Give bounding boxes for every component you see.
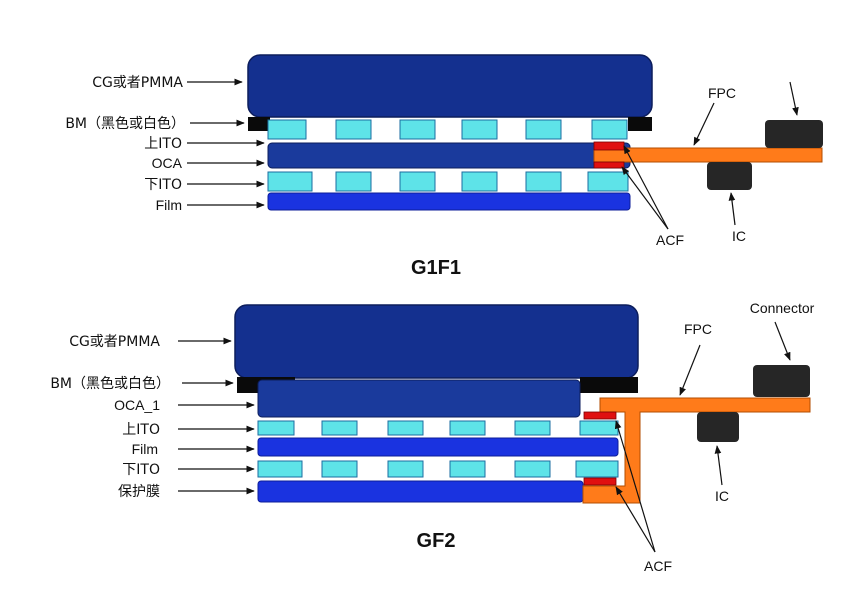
gf2-label-cg: CG或者PMMA xyxy=(69,334,160,350)
g1f1-cover-glass xyxy=(247,54,653,118)
g1f1-label-cg: CG或者PMMA xyxy=(92,75,183,91)
g1f1-label-acf: ACF xyxy=(656,232,684,248)
gf2-label-top-ito: 上ITO xyxy=(122,422,160,438)
gf2-bottom-ito-row xyxy=(257,460,619,478)
g1f1-title: G1F1 xyxy=(411,257,461,279)
gf2-label-bottom-ito: 下ITO xyxy=(122,462,160,478)
gf2-label-protect: 保护膜 xyxy=(118,484,160,500)
g1f1-bm-right xyxy=(628,117,652,131)
g1f1-label-bm: BM（黑色或白色） xyxy=(65,115,185,132)
g1f1-label-bottom-ito: 下ITO xyxy=(144,177,182,193)
g1f1-ic xyxy=(707,162,752,190)
gf2-acf-bottom xyxy=(583,477,617,486)
g1f1-label-film: Film xyxy=(156,197,182,213)
g1f1-label-top-ito: 上ITO xyxy=(144,136,182,152)
gf2-label-bm: BM（黑色或白色） xyxy=(50,375,170,392)
gf2-label-oca1: OCA_1 xyxy=(114,397,160,413)
g1f1-fpc xyxy=(593,147,823,163)
gf2-connector xyxy=(753,365,810,397)
g1f1-label-oca: OCA xyxy=(152,155,183,171)
g1f1-label-fpc: FPC xyxy=(708,85,736,101)
gf2-label-connector: Connector xyxy=(750,300,815,316)
g1f1-bm-left xyxy=(248,117,270,131)
g1f1-film-layer xyxy=(267,192,631,211)
gf2-label-fpc: FPC xyxy=(684,321,712,337)
g1f1-acf xyxy=(593,141,625,151)
g1f1-diagram: CG或者PMMA BM（黑色或白色） 上ITO OCA 下ITO Film FP… xyxy=(65,54,823,279)
g1f1-top-ito-row xyxy=(267,119,628,140)
gf2-film-layer xyxy=(257,437,619,457)
gf2-cover-glass xyxy=(234,304,639,379)
gf2-acf-top xyxy=(583,411,617,420)
g1f1-oca-layer xyxy=(267,142,631,169)
gf2-ic xyxy=(697,412,739,442)
gf2-diagram: CG或者PMMA BM（黑色或白色） OCA_1 上ITO Film 下ITO … xyxy=(50,300,814,574)
g1f1-label-ic: IC xyxy=(732,228,746,244)
gf2-protect-film xyxy=(257,480,584,503)
gf2-oca1-layer xyxy=(257,379,581,418)
g1f1-bottom-ito-row xyxy=(267,171,629,192)
g1f1-connector xyxy=(765,120,823,148)
gf2-label-film: Film xyxy=(132,441,158,457)
gf2-bm-right xyxy=(580,377,638,393)
gf2-label-acf: ACF xyxy=(644,558,672,574)
g1f1-acf-2 xyxy=(593,161,625,169)
gf2-label-ic: IC xyxy=(715,488,729,504)
gf2-title: GF2 xyxy=(417,530,456,552)
gf2-fpc xyxy=(582,397,811,504)
gf2-top-ito-row xyxy=(257,420,619,436)
